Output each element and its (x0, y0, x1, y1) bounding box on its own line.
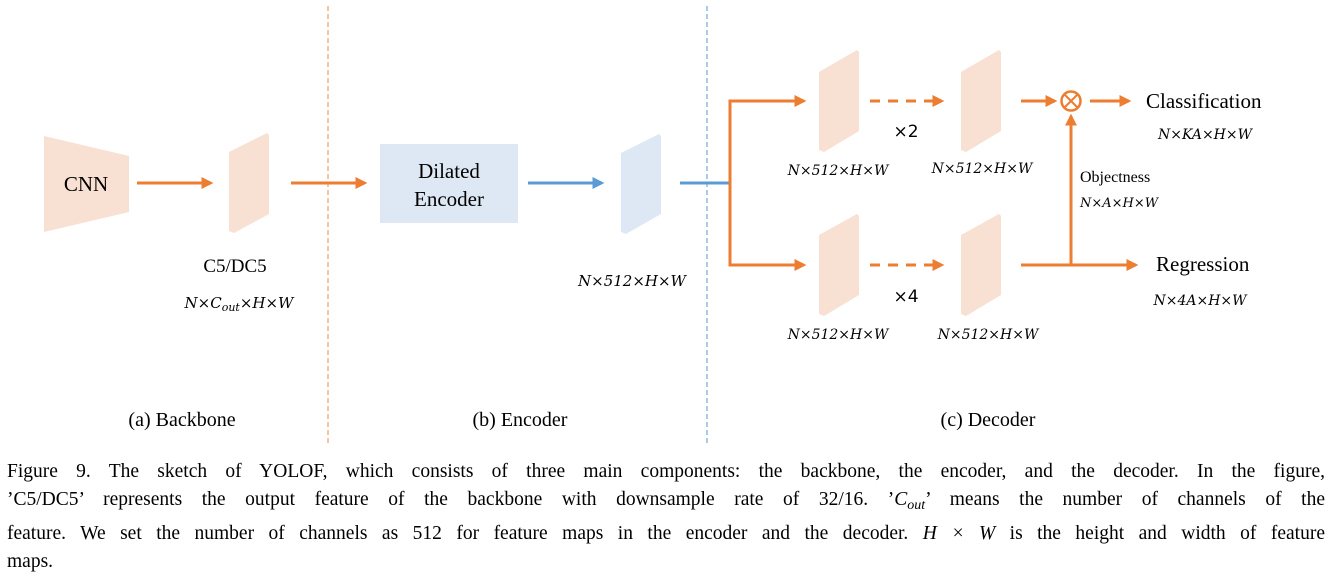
cls-repeat-count: ×2 (893, 122, 918, 142)
caption-line-2: ’C5/DC5’ represents the output feature o… (7, 489, 1325, 513)
dilated-encoder-block (380, 144, 518, 223)
caption-line-1: Figure 9. The sketch of YOLOF, which con… (7, 461, 1325, 482)
regression-label: Regression (1156, 252, 1250, 276)
reg-repeat-count: ×4 (893, 287, 918, 307)
multiply-icon (1060, 90, 1082, 112)
reg-out-shape: N×512×H×W (937, 327, 1040, 343)
regression-shape: N×4A×H×W (1152, 293, 1248, 309)
c5-label: C5/DC5 (203, 256, 266, 277)
dilated-encoder-label-line2: Encoder (414, 187, 484, 211)
encoder-feature-shape: N×512×H×W (577, 272, 688, 290)
section-label-decoder: (c) Decoder (941, 409, 1036, 431)
objectness-label: Objectness (1080, 169, 1150, 186)
feature-map-encoder (621, 134, 661, 234)
cls-in-shape: N×512×H×W (787, 163, 890, 179)
feature-map-reg-in (819, 214, 859, 316)
feature-map-cls-out (961, 50, 1001, 152)
yolof-diagram: CNN C5/DC5 N×Cout×H×W (a) Backbone Dilat… (44, 6, 1262, 446)
feature-map-reg-out (961, 214, 1001, 316)
section-label-encoder: (b) Encoder (473, 409, 568, 431)
figure-caption: Figure 9. The sketch of YOLOF, which con… (7, 458, 1325, 576)
caption-line-3: feature. We set the number of channels a… (7, 523, 1325, 544)
section-label-backbone: (a) Backbone (128, 409, 235, 431)
cnn-label: CNN (64, 172, 108, 196)
reg-in-shape: N×512×H×W (787, 327, 890, 343)
feature-map-c5 (229, 133, 269, 233)
cls-out-shape: N×512×H×W (931, 161, 1034, 177)
classification-shape: N×KA×H×W (1157, 127, 1254, 143)
objectness-shape: N×A×H×W (1079, 196, 1160, 211)
branch-split-line (728, 99, 803, 267)
classification-label: Classification (1146, 89, 1262, 113)
dilated-encoder-label-line1: Dilated (418, 159, 480, 183)
cnn-block (44, 136, 129, 232)
caption-line-4: maps. (7, 551, 54, 572)
feature-map-cls-in (819, 50, 859, 152)
c5-shape: N×Cout×H×W (184, 294, 296, 314)
